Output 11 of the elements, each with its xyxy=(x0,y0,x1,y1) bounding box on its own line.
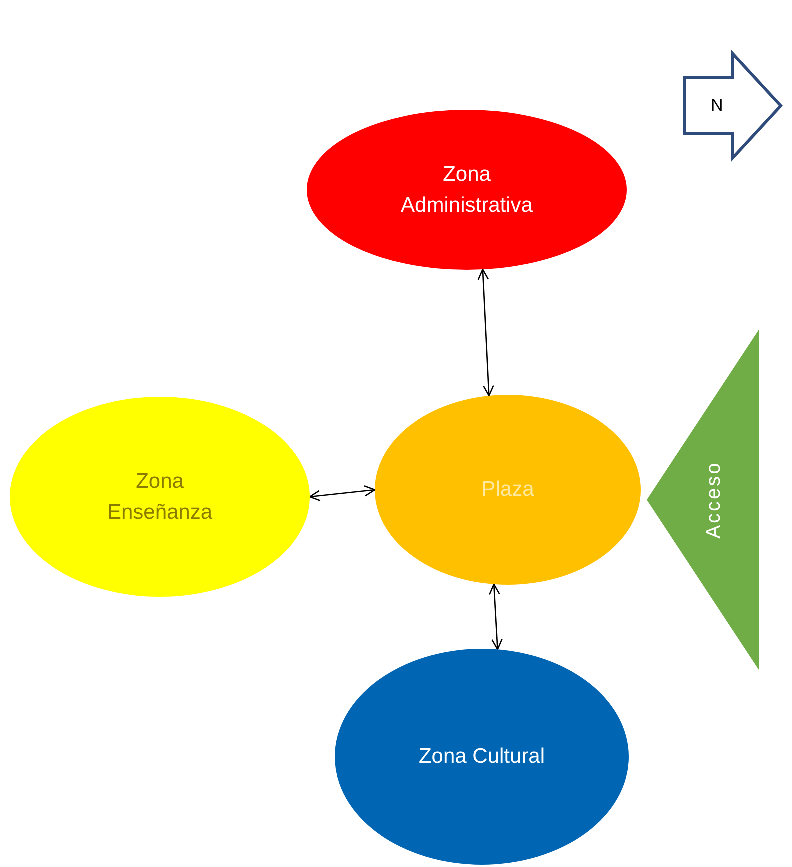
north-arrow xyxy=(683,52,783,160)
zone-label: Zona Enseñanza xyxy=(106,468,214,526)
double-arrow xyxy=(478,268,494,397)
access-triangle xyxy=(647,330,759,670)
zone-label: Plaza xyxy=(482,477,534,504)
zone-label: Zona Administrativa xyxy=(400,162,534,219)
double-arrow xyxy=(309,485,376,502)
access-label: Acceso xyxy=(702,461,726,539)
zone-label: Zona Cultural xyxy=(418,744,546,770)
north-label: N xyxy=(711,95,724,118)
double-arrow xyxy=(489,584,503,650)
